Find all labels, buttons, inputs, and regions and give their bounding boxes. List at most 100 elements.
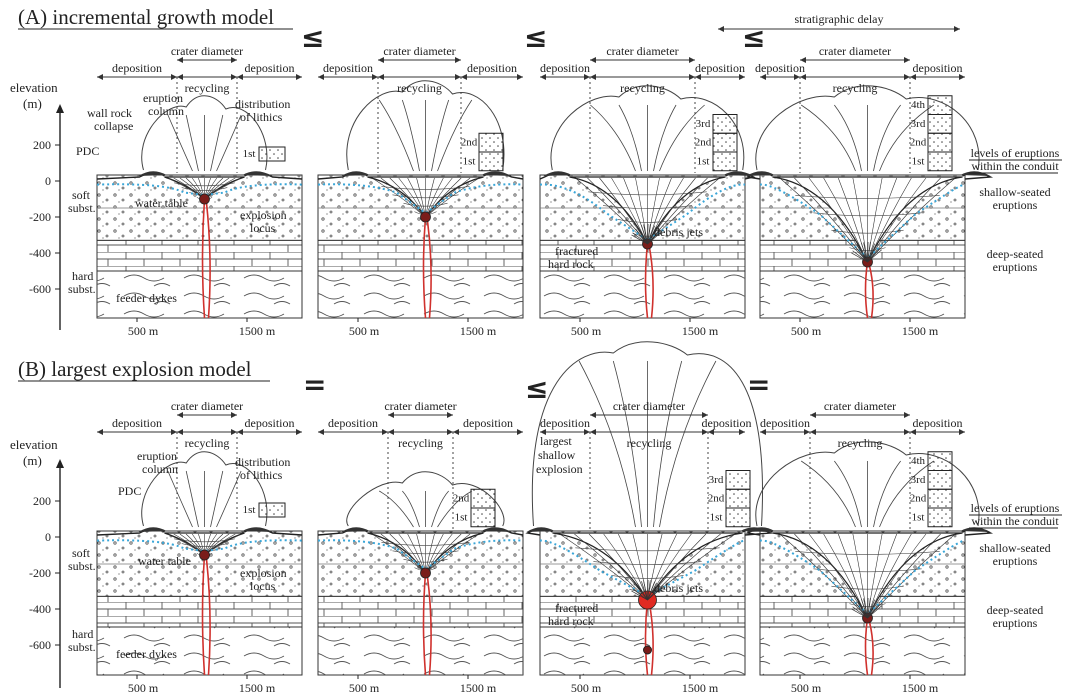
lithic-box: [712, 151, 738, 172]
recycling-label: recycling: [185, 81, 230, 95]
order-label: 2nd: [708, 493, 725, 505]
x-tick-label: 500 m: [128, 324, 159, 338]
lithic-box: [712, 132, 738, 153]
title-b: (B) largest explosion model: [18, 357, 252, 381]
water-table: [539, 183, 746, 242]
order-label: 1st: [243, 148, 256, 160]
y-tick-label: -600: [29, 638, 51, 652]
elevation-label-a: elevation: [10, 80, 58, 95]
feeder-dykes-label: feeder dykes: [116, 291, 177, 305]
order-label: 2nd: [910, 137, 927, 149]
basement-texture: [97, 627, 302, 675]
order-label: 4th: [911, 99, 926, 111]
explosion-locus: [420, 567, 431, 579]
x-tick-label: 1500 m: [902, 681, 939, 695]
water-table: [96, 183, 303, 197]
recycling-label: recycling: [838, 436, 883, 450]
lithic-box: [927, 132, 953, 153]
hard-substrate: [317, 595, 524, 628]
operator-a1: ≤: [301, 21, 324, 54]
deposition-label: deposition: [760, 416, 810, 430]
y-tick-label: 200: [33, 494, 51, 508]
feeder-dyke: [422, 216, 427, 319]
water-table: [759, 539, 966, 616]
water-table: [539, 539, 746, 598]
order-label: 1st: [912, 155, 925, 167]
recycling-label: recycling: [620, 81, 665, 95]
x-tick-label: 1500 m: [902, 324, 939, 338]
x-tick-label: 1500 m: [239, 324, 276, 338]
deposition-label: deposition: [463, 416, 513, 430]
x-tick-label: 1500 m: [460, 681, 497, 695]
order-label: 3rd: [696, 118, 711, 130]
basement-texture: [540, 271, 745, 318]
x-tick-label: 500 m: [791, 324, 822, 338]
feeder-dyke: [422, 572, 427, 676]
x-tick-label: 500 m: [571, 681, 602, 695]
explosion-locus: [199, 549, 210, 561]
order-label: 2nd: [453, 493, 470, 505]
lithic-box: [927, 151, 953, 172]
x-tick-label: 1500 m: [682, 324, 719, 338]
x-tick-label: 1500 m: [682, 681, 719, 695]
y-tick-label: 200: [33, 138, 51, 152]
recycling-label: recycling: [398, 436, 443, 450]
feeder-dyke: [201, 554, 206, 676]
lithic-box: [927, 470, 953, 490]
order-label: 1st: [463, 155, 476, 167]
y-tick-label: -400: [29, 246, 51, 260]
basement-texture: [760, 627, 965, 675]
explosion-locus: [199, 193, 210, 205]
lithic-box: [478, 151, 504, 172]
y-tick-label: -200: [29, 210, 51, 224]
deposition-label: deposition: [323, 61, 373, 75]
basement-texture: [318, 627, 523, 675]
x-tick-label: 500 m: [571, 324, 602, 338]
y-tick-label: -600: [29, 282, 51, 296]
y-tick-label: 0: [45, 530, 51, 544]
operator-b1: =: [303, 368, 326, 401]
order-label: 3rd: [911, 474, 926, 486]
order-label: 4th: [911, 455, 926, 467]
debris-jets-label: debris jets: [654, 581, 703, 595]
lithic-box: [258, 146, 286, 162]
deposition-label: deposition: [245, 416, 295, 430]
water-table: [96, 539, 303, 553]
order-label: 1st: [912, 511, 925, 523]
x-tick-label: 500 m: [128, 681, 159, 695]
debris-jets-label: debris jets: [654, 225, 703, 239]
deposition-label: deposition: [328, 416, 378, 430]
axis-b: elevation (m) 200 0 -200 -400 -600: [10, 437, 64, 688]
elevation-unit-b: (m): [23, 453, 42, 468]
lithic-box: [478, 132, 504, 153]
crater-diameter-label: crater diameter: [384, 399, 456, 413]
pdc-label: PDC: [118, 484, 141, 498]
crater-diameter-label: crater diameter: [613, 399, 685, 413]
panel-b2: deposition recycling deposition crater diam…: [317, 399, 524, 695]
basement-texture: [760, 271, 965, 318]
eruption-column: [531, 341, 763, 527]
axis-a: elevation (m) 200 0 -200 -400 -600: [10, 80, 64, 330]
order-label: 1st: [697, 155, 710, 167]
deposition-label: deposition: [913, 416, 963, 430]
basement-texture: [540, 627, 745, 675]
y-tick-label: -200: [29, 566, 51, 580]
